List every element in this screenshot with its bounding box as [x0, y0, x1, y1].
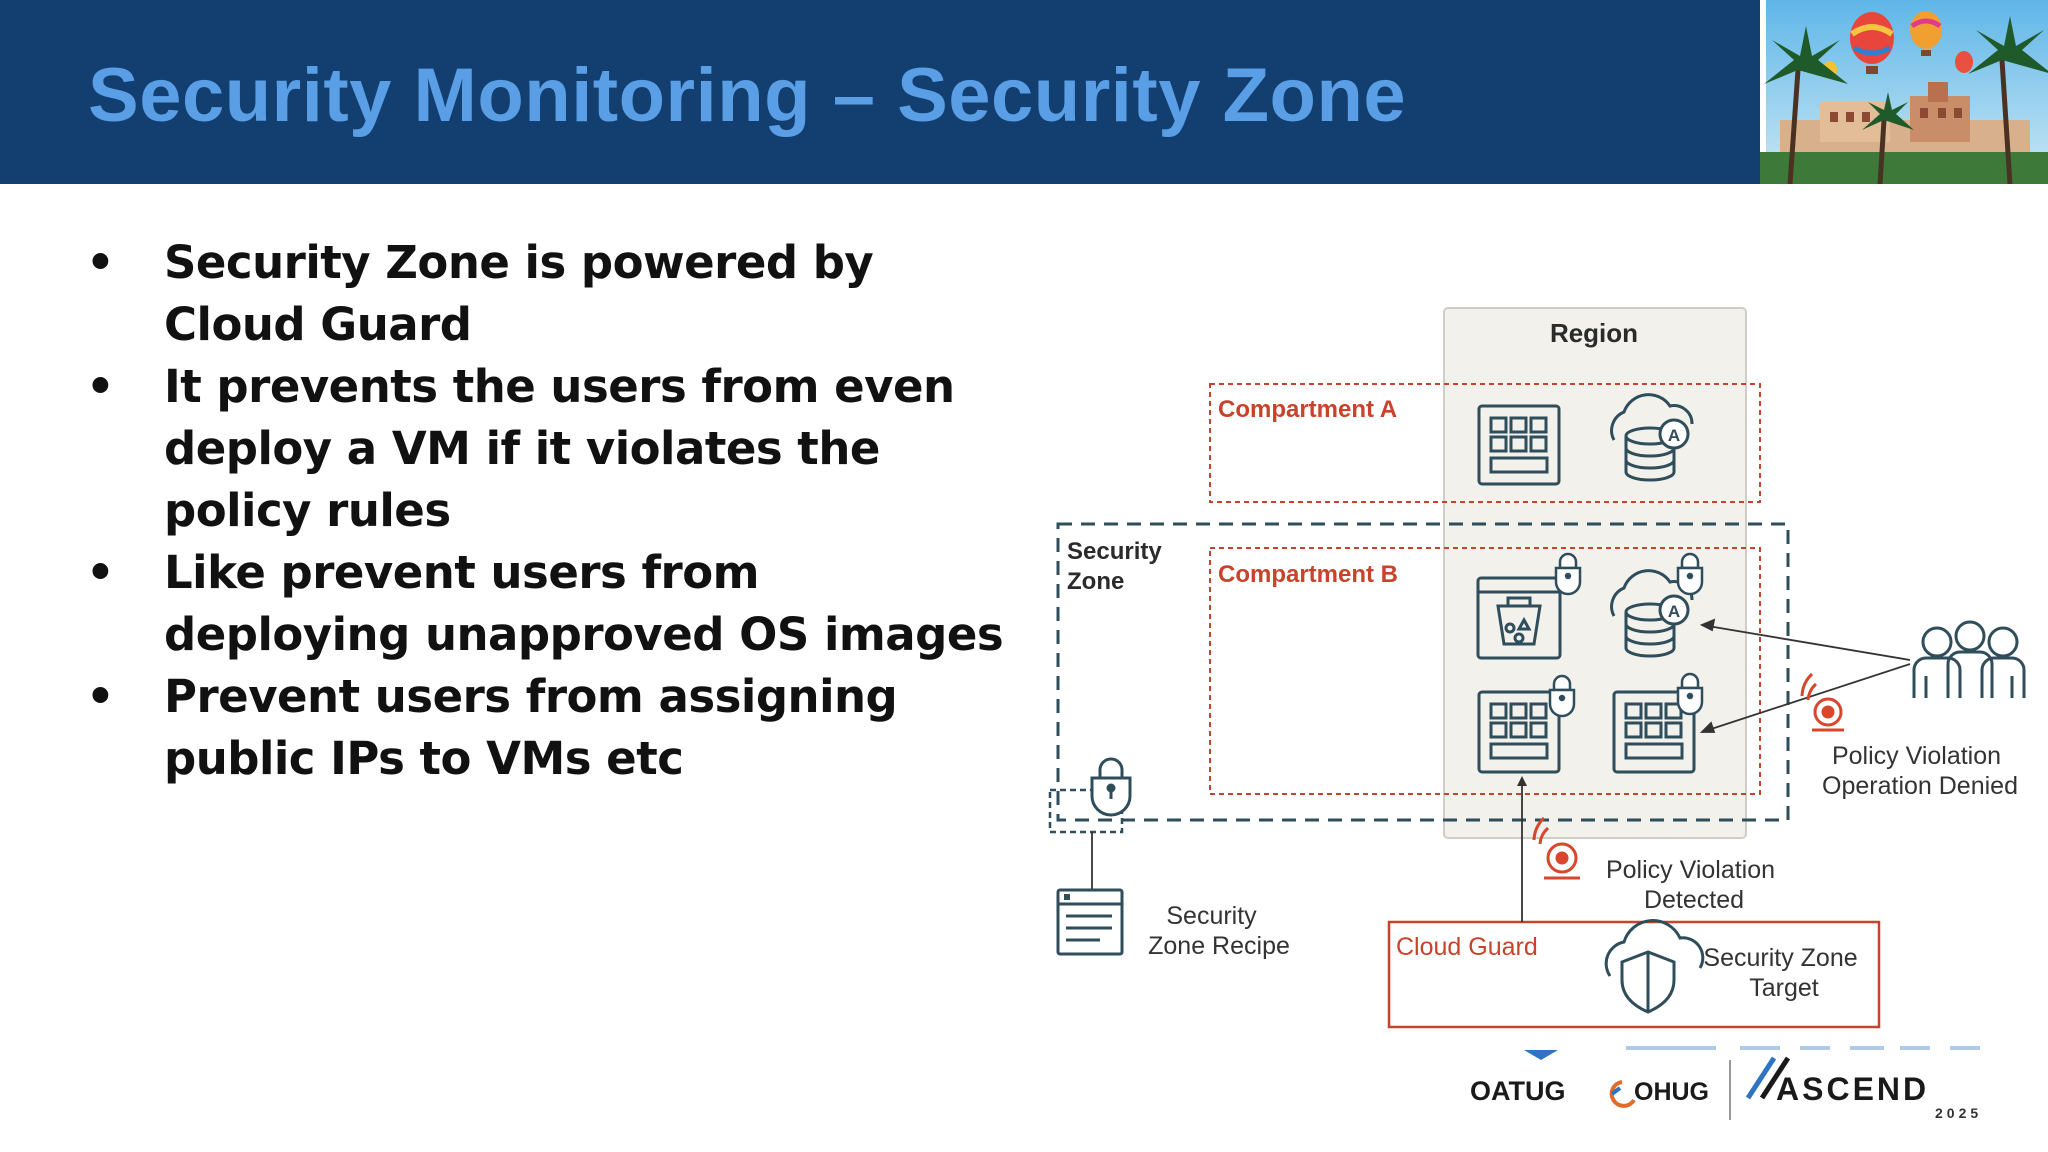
ascend-logo-mark	[1745, 1056, 1791, 1100]
bullet-item: Security Zone is powered by Cloud Guard	[80, 232, 1010, 356]
lock-icon	[1676, 672, 1704, 716]
users-icon	[1912, 620, 2026, 698]
cloud-guard-label: Cloud Guard	[1396, 933, 1538, 961]
compute-icon	[1612, 690, 1696, 774]
arrow-icon	[1699, 618, 1911, 733]
security-zone-diagram: Region Compartment A Security Zone Compa…	[1048, 307, 2026, 1029]
slide-title: Security Monitoring – Security Zone	[88, 53, 1407, 138]
svg-text:A: A	[1668, 426, 1680, 445]
bullet-item: It prevents the users from even deploy a…	[80, 356, 1010, 542]
oatug-logo: OATUG	[1470, 1076, 1566, 1106]
shield-cloud-icon	[1604, 919, 1705, 1014]
recipe-icon	[1056, 888, 1124, 956]
security-zone-label: Security Zone	[1067, 538, 1168, 595]
sponsor-logos: OATUG OHUG ASCEND 2025	[1470, 1046, 1982, 1121]
chevron-down-icon	[1524, 1050, 1558, 1060]
lock-icon	[1554, 552, 1582, 596]
ohug-logo: OHUG	[1634, 1078, 1709, 1106]
bullet-list: Security Zone is powered by Cloud Guard …	[80, 232, 1010, 790]
header-bar	[0, 0, 2048, 184]
recipe-label: Security Zone Recipe	[1148, 902, 1290, 960]
compartment-b-box	[1209, 547, 1761, 795]
bullet-item: Like prevent users from deploying unappr…	[80, 542, 1010, 666]
cloud-guard-box	[1387, 920, 1881, 1029]
ascend-year: 2025	[1935, 1105, 1982, 1121]
region-label: Region	[1550, 318, 1638, 348]
header-photo	[1760, 0, 2048, 184]
violation-detected-label: Policy Violation Detected	[1606, 856, 1782, 914]
violation-denied-label: Policy Violation Operation Denied	[1822, 742, 2018, 800]
svg-text:A: A	[1668, 602, 1680, 621]
bullet-item: Prevent users from assigning public IPs …	[80, 666, 1010, 790]
ohug-logo-icon	[1609, 1080, 1636, 1108]
balloon-icon	[1850, 12, 1894, 74]
object-storage-icon	[1476, 576, 1562, 660]
compartment-a-box	[1209, 383, 1761, 503]
compartment-a-label: Compartment A	[1218, 396, 1397, 423]
lock-icon	[1548, 674, 1576, 718]
lock-icon	[1676, 552, 1704, 596]
ascend-logo: ASCEND	[1776, 1071, 1929, 1107]
compartment-b-label: Compartment B	[1218, 561, 1398, 588]
alarm-icon	[1532, 816, 1580, 880]
compute-icon	[1477, 404, 1561, 486]
autonomous-database-icon: A	[1610, 393, 1694, 482]
lock-icon	[1090, 757, 1132, 817]
compute-icon	[1477, 690, 1561, 774]
target-label: Security Zone Target	[1703, 944, 1864, 1002]
alarm-icon	[1800, 672, 1844, 732]
security-zone-box	[1056, 522, 1790, 822]
arrow-icon	[1517, 776, 1527, 922]
